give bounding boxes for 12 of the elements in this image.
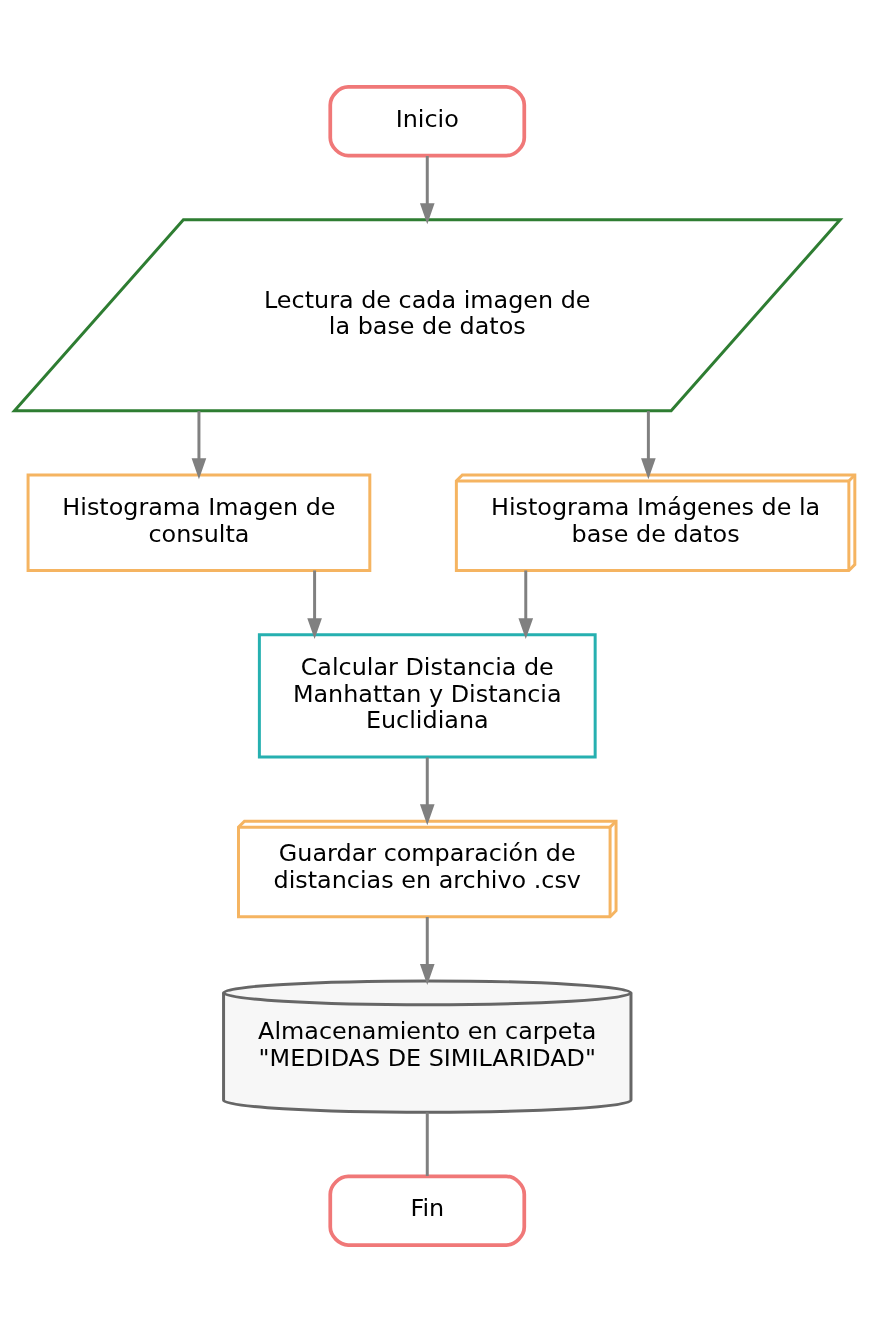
- arrow: [419, 156, 435, 225]
- node-box: Calcular Distancia de Manhattan y Distancia Euclidiana: [257, 633, 597, 759]
- node-box: Inicio: [328, 85, 527, 158]
- connector: [425, 1112, 429, 1176]
- arrow: [419, 917, 435, 985]
- arrow: [307, 570, 322, 640]
- arrow: [641, 411, 656, 480]
- node-box: Fin: [328, 1174, 527, 1247]
- node-box: Histograma Imagen de consulta: [26, 473, 372, 572]
- arrow: [518, 570, 534, 640]
- arrow: [419, 757, 435, 826]
- arrow: [191, 411, 207, 480]
